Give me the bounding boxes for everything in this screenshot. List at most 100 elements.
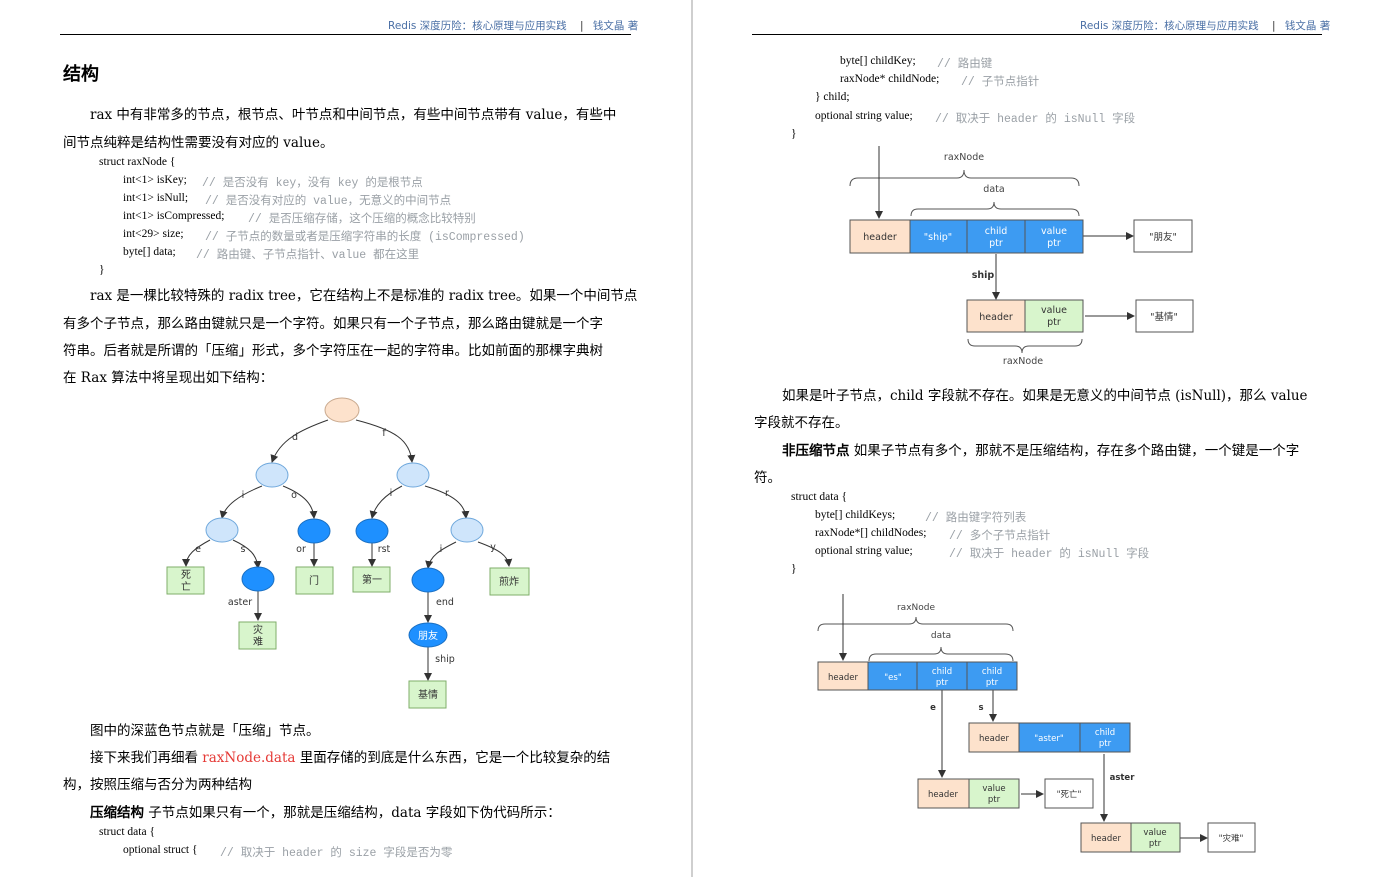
label-data: data [931, 631, 951, 641]
code-line: optional struct { [123, 844, 198, 856]
header-separator: | [1272, 20, 1276, 32]
value-box [1135, 299, 1194, 333]
code-line: struct data { [791, 491, 847, 503]
child-ptr-cell [966, 661, 1018, 691]
header-author: 钱文晶 著 [592, 20, 639, 32]
paragraph-line: 符串。后者就是所谓的「压缩」形式，多个字符压在一起的字符串。比如前面的那棵字典树 [63, 343, 603, 359]
edge-label: e [930, 703, 936, 713]
edge-label: s [978, 703, 983, 713]
leaf-label: 灾 [253, 623, 263, 636]
value-ptr-cell [1024, 219, 1084, 254]
cell-label: value [1143, 828, 1166, 838]
value-ptr-cell [1024, 299, 1084, 333]
header-separator: | [580, 20, 584, 32]
edge-label: aster [228, 597, 252, 608]
code-comment: // 路由键字符列表 [925, 512, 1027, 525]
leaf-node [489, 567, 530, 596]
paragraph-line: 构，按照压缩与否分为两种结构 [63, 777, 252, 793]
code-line: } [791, 563, 797, 575]
edge-label: i [390, 488, 393, 499]
tree-edge [424, 485, 470, 519]
code-comment: // 取决于 header 的 size 字段是否为零 [220, 847, 453, 860]
term-compressed: 压缩结构 [90, 805, 144, 821]
running-header: Redis 深度历险：核心原理与应用实践 | 钱文晶 著 [1080, 18, 1330, 33]
leaf-label: 第一 [362, 573, 382, 586]
tree-node [255, 462, 289, 488]
paragraph-line: 在 Rax 算法中将呈现出如下结构： [63, 370, 274, 386]
cell-label: ptr [1099, 739, 1112, 749]
cell-label: value [1041, 305, 1067, 316]
code-line: } child; [815, 91, 850, 103]
cell-label: ptr [988, 795, 1001, 805]
node-label: 朋友 [418, 629, 438, 642]
code-line: int<1> isCompressed; [123, 210, 225, 222]
code-line: optional string value; [815, 545, 913, 557]
edge-label: ship [972, 270, 995, 281]
text-span: 里面存储的到底是什么东西，它是一个比较复杂的结 [295, 750, 611, 766]
label-raxnode: raxNode [1003, 356, 1043, 367]
paragraph-line: rax 中有非常多的节点，根节点、叶节点和中间节点，有些中间节点带有 value… [90, 107, 617, 123]
leaf-label: 亡 [181, 580, 191, 593]
tree-edge [425, 541, 457, 569]
header-rule [60, 34, 631, 35]
code-comment: // 取决于 header 的 isNull 字段 [949, 548, 1150, 561]
value-ptr-cell [1130, 822, 1181, 853]
cell-label: header [928, 790, 958, 800]
leaf-node [166, 566, 205, 595]
child-ptr-cell [1079, 722, 1131, 753]
cell-label: value [1041, 226, 1067, 237]
header-cell [849, 219, 911, 254]
ship-key-cell [909, 219, 968, 254]
highlight-raxnode-data: raxNode.data [202, 750, 296, 766]
paragraph-line: 接下来我们再细看 raxNode.data 里面存储的到底是什么东西，它是一个比… [90, 746, 610, 766]
code-comment: // 是否压缩存储，这个压缩的概念比较特别 [248, 213, 476, 226]
tree-node [450, 517, 484, 543]
paragraph-line: 如果是叶子节点，child 字段就不存在。如果是无意义的中间节点 (isNull… [782, 388, 1308, 404]
code-comment: // 取决于 header 的 isNull 字段 [935, 113, 1136, 126]
code-line: raxNode* childNode; [840, 73, 940, 85]
code-comment: // 子节点的数量或者是压缩字符串的长度 (isCompressed) [205, 231, 525, 244]
section-title: 结构 [63, 64, 99, 85]
edge-label: r [445, 488, 449, 499]
text-span: 如果子节点有多个，那就不是压缩结构，存在多个路由键，一个键是一个字 [849, 443, 1300, 459]
leaf-label: 基情 [418, 688, 438, 701]
edge-label: rst [378, 544, 391, 555]
cell-label: header [828, 673, 858, 683]
paragraph-line: 有多个子节点，那么路由键就只是一个字符。如果只有一个子节点，那么路由键就是一个字 [63, 316, 603, 332]
edge-label: y [490, 542, 496, 553]
code-line: int<1> isKey; [123, 174, 187, 186]
compressed-node [297, 518, 331, 544]
code-comment: // 多个子节点指针 [949, 530, 1051, 543]
code-line: struct data { [99, 826, 155, 838]
root-node [324, 397, 360, 423]
label-data: data [983, 184, 1004, 195]
cell-label: header [979, 312, 1013, 323]
cell-label: header [1091, 834, 1121, 844]
child-ptr-cell [966, 219, 1026, 254]
code-line: byte[] data; [123, 246, 176, 258]
code-comment: // 路由键 [937, 58, 993, 71]
code-line: byte[] childKey; [840, 55, 916, 67]
paragraph-line: 非压缩节点 如果子节点有多个，那就不是压缩结构，存在多个路由键，一个键是一个字 [782, 439, 1299, 459]
code-line: struct raxNode { [99, 156, 176, 168]
cell-label: "ship" [924, 232, 952, 243]
cell-label: "灾难" [1219, 833, 1244, 844]
rax-tree-figure: d f i o i r e s or rst i y aster end shi… [166, 397, 530, 709]
code-line: } [791, 128, 797, 140]
leaf-node [352, 566, 391, 593]
edge-label: end [436, 597, 454, 608]
edge-label: o [291, 490, 297, 501]
value-box [1044, 778, 1094, 809]
cell-label: ptr [1047, 317, 1061, 328]
tree-edge [232, 539, 262, 569]
edge-label: or [296, 544, 306, 555]
paragraph-line: 字段就不存在。 [754, 415, 849, 431]
cell-label: child [985, 226, 1008, 237]
tree-edge [270, 419, 329, 463]
cell-label: ptr [989, 238, 1003, 249]
edge-label: aster [1110, 773, 1136, 783]
code-line: optional string value; [815, 110, 913, 122]
cell-label: "死亡" [1057, 789, 1082, 800]
edge-label: i [440, 544, 443, 555]
label-raxnode: raxNode [897, 603, 935, 613]
